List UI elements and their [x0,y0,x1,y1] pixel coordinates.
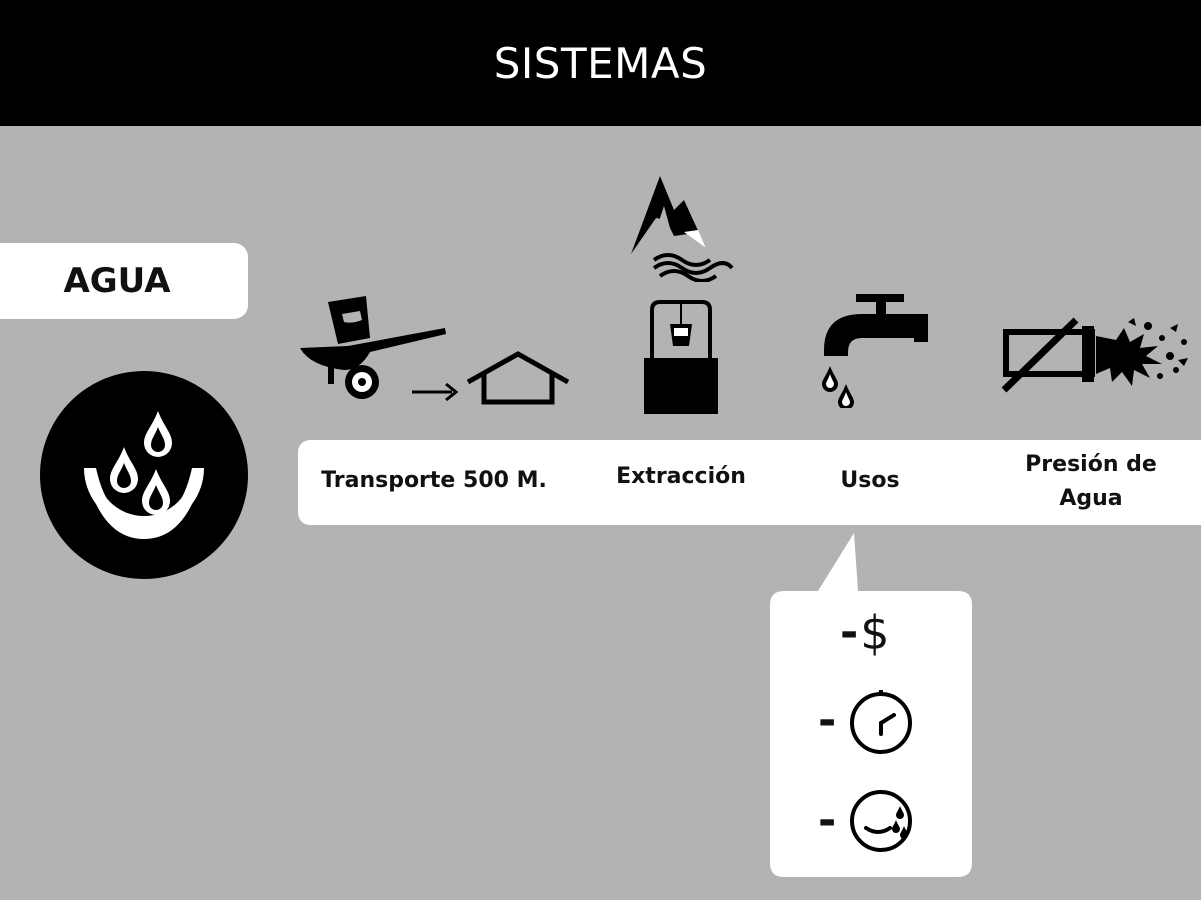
minus-sign: - [840,607,859,658]
water-bowl-icon [40,371,248,579]
tired-face-icon [850,790,912,852]
clock-icon [850,690,912,754]
burst-pipe-icon [1001,317,1188,393]
system-label-transporte: Transporte 500 M. [321,468,547,493]
wheelbarrow-to-house-icon [300,296,570,405]
faucet-icon [822,294,928,408]
category-tab: AGUA [0,243,248,319]
system-label-extraccion: Extracción [616,464,746,489]
well-icon [644,300,718,414]
system-label-usos: Usos [840,468,900,493]
callout-item-time: - [818,688,914,754]
mountain-icon [631,176,734,282]
page-title: SISTEMAS [493,38,708,88]
callout-bubble [770,533,972,877]
system-label-presion: Presión de Agua [1025,452,1157,511]
category-label: AGUA [63,261,171,301]
callout-item-tired: - [818,788,918,854]
systems-label-bar [298,440,1201,525]
dollar-icon: $ [860,606,890,660]
header-bar: SISTEMAS [0,0,1201,126]
minus-sign: - [818,795,837,846]
minus-sign: - [818,695,837,746]
callout-item-money: - $ [840,606,890,660]
